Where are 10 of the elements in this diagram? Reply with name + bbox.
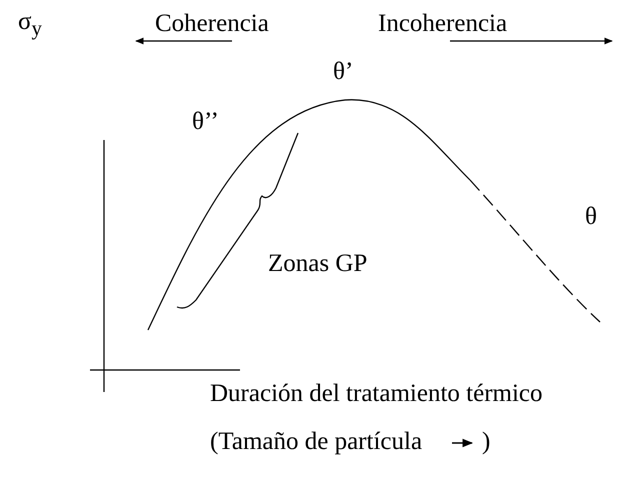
phase-label: θ (585, 203, 597, 232)
axis-label: σ$_{y}$ (18, 8, 42, 41)
phase-label: θ’’ (192, 108, 219, 137)
axis-subtitle: (Tamaño de partícula (210, 428, 422, 457)
axis-title: Duración del tratamiento térmico (210, 380, 543, 409)
region-label: Coherencia (155, 10, 269, 39)
axis-subtitle: ) (482, 428, 490, 457)
region-label: Incoherencia (378, 10, 508, 39)
phase-label: θ’ (333, 58, 354, 87)
brace-label: Zonas GP (268, 250, 368, 279)
